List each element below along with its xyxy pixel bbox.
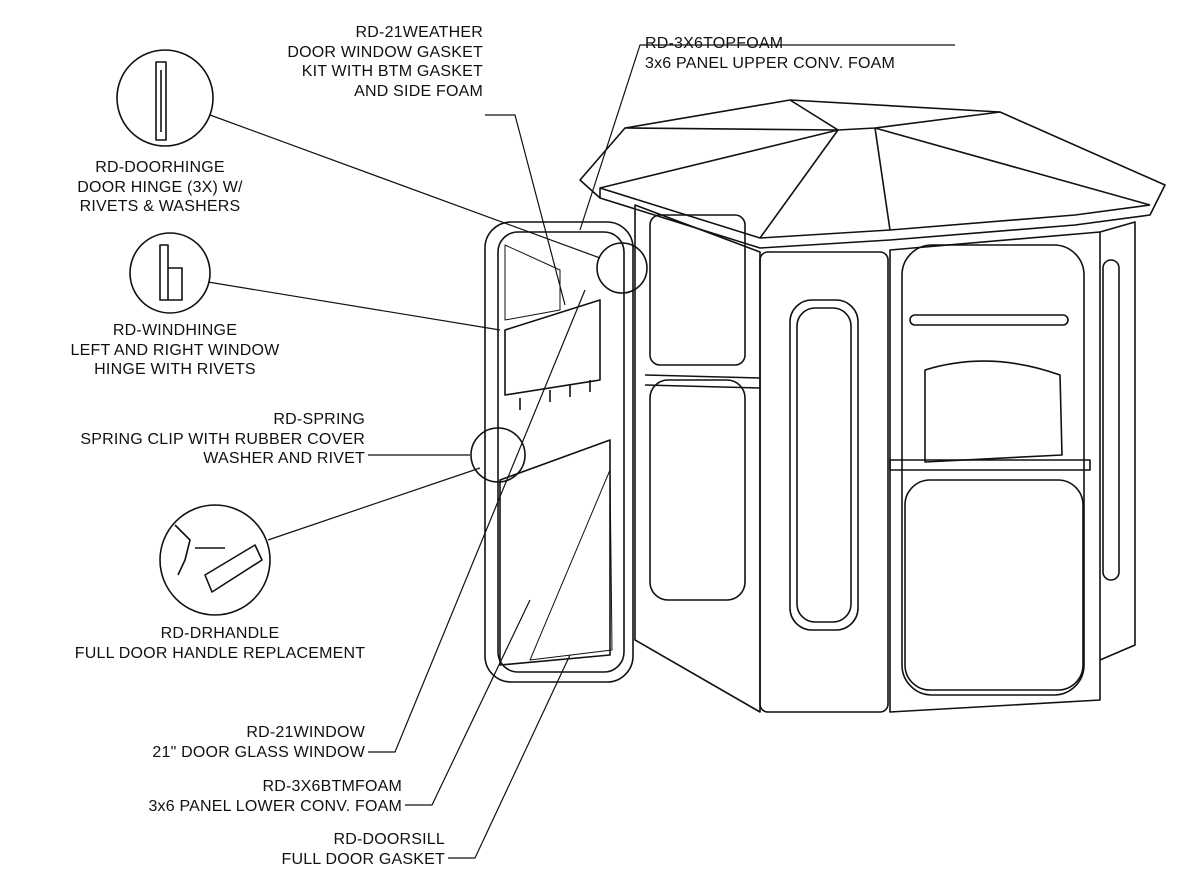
part-number: RD-WINDHINGE xyxy=(112,322,238,339)
part-number: RD-DOORSILL xyxy=(333,831,445,848)
door-window xyxy=(504,299,601,396)
callout-rd-spring: RD-SPRING SPRING CLIP WITH RUBBER COVER … xyxy=(80,410,365,469)
part-number: RD-3X6TOPFOAM xyxy=(645,35,784,52)
part-description: 3x6 PANEL LOWER CONV. FOAM xyxy=(148,797,402,815)
door xyxy=(484,221,634,683)
doorhinge-detail xyxy=(116,49,214,147)
roof xyxy=(579,99,1166,249)
part-number: RD-DOORHINGE xyxy=(95,159,225,176)
part-description: AND SIDE FOAM xyxy=(354,82,483,100)
windhinge-detail xyxy=(129,232,211,314)
part-number: RD-DRHANDLE xyxy=(160,625,280,642)
callout-rd-doorsill: RD-DOORSILL FULL DOOR GASKET xyxy=(281,830,445,869)
part-description: 21" DOOR GLASS WINDOW xyxy=(152,743,365,761)
callout-rd-21window: RD-21WINDOW 21" DOOR GLASS WINDOW xyxy=(152,723,365,762)
part-description: RIVETS & WASHERS xyxy=(79,198,241,215)
callout-rd-doorhinge: RD-DOORHINGE DOOR HINGE (3X) W/ RIVETS &… xyxy=(60,158,260,217)
callout-rd-drhandle: RD-DRHANDLE FULL DOOR HANDLE REPLACEMENT xyxy=(50,624,390,663)
callout-rd-3x6topfoam: RD-3X6TOPFOAM 3x6 PANEL UPPER CONV. FOAM xyxy=(645,34,895,73)
part-number: RD-21WEATHER xyxy=(355,24,483,41)
callout-rd-windhinge: RD-WINDHINGE LEFT AND RIGHT WINDOW HINGE… xyxy=(50,321,300,380)
part-description: WASHER AND RIVET xyxy=(203,450,365,467)
part-number: RD-3X6BTMFOAM xyxy=(262,778,402,795)
hinge-callout-circle xyxy=(596,242,648,294)
part-description: KIT WITH BTM GASKET xyxy=(301,63,483,80)
walls xyxy=(634,204,1136,713)
part-description: LEFT AND RIGHT WINDOW xyxy=(70,341,280,359)
part-description: 3x6 PANEL UPPER CONV. FOAM xyxy=(645,54,896,72)
lower-foam-hatch xyxy=(529,469,613,661)
part-description: SPRING CLIP WITH RUBBER COVER xyxy=(80,430,365,448)
part-number: RD-21WINDOW xyxy=(246,724,365,741)
part-description: FULL DOOR HANDLE REPLACEMENT xyxy=(74,644,366,662)
upper-foam-hatch xyxy=(504,244,561,321)
drhandle-detail xyxy=(159,504,271,616)
part-number: RD-SPRING xyxy=(273,411,365,428)
part-description: FULL DOOR GASKET xyxy=(281,850,445,868)
callout-rd-21weather: RD-21WEATHER DOOR WINDOW GASKET KIT WITH… xyxy=(287,23,483,101)
leader-lines xyxy=(207,44,955,859)
part-description: DOOR HINGE (3X) W/ xyxy=(77,178,243,196)
part-description: HINGE WITH RIVETS xyxy=(94,361,256,378)
callout-rd-3x6btmfoam: RD-3X6BTMFOAM 3x6 PANEL LOWER CONV. FOAM xyxy=(148,777,402,816)
part-description: DOOR WINDOW GASKET xyxy=(287,43,483,61)
